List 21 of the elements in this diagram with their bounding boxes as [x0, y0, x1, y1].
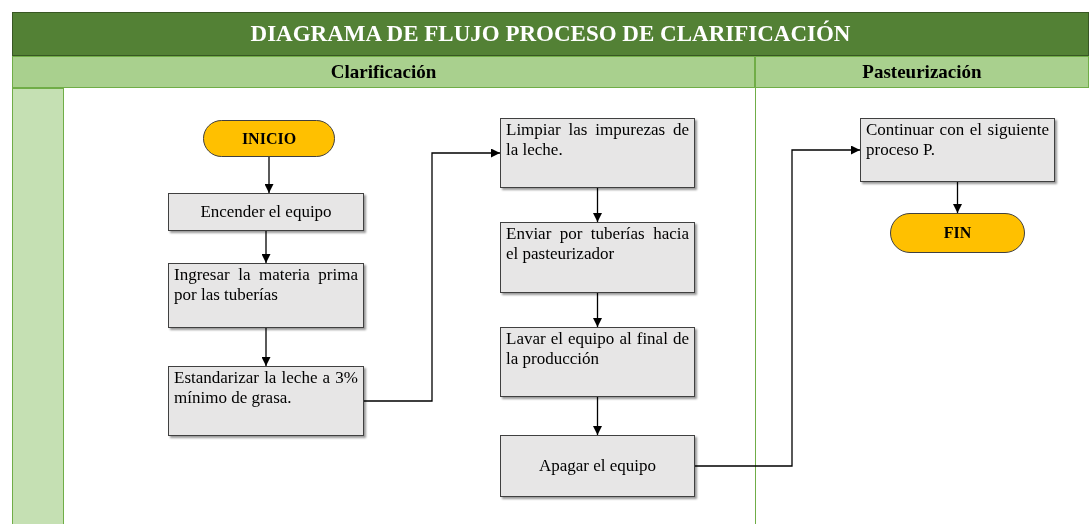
process-box: Apagar el equipo [500, 435, 695, 497]
arrow [953, 181, 962, 214]
process-box: Enviar por tuberías hacia el pasteurizador [500, 222, 695, 293]
arrow [363, 148, 501, 402]
swimlane-band [12, 88, 64, 524]
section-header: Clarificación [12, 56, 755, 88]
arrow [593, 396, 602, 436]
process-box: Encender el equipo [168, 193, 364, 231]
arrow [593, 187, 602, 223]
process-box: Ingresar la materia prima por las tuberías [168, 263, 364, 328]
arrow [261, 327, 271, 367]
process-box: Limpiar las impurezas de la leche. [500, 118, 695, 188]
process-box: Estandarizar la leche a 3% mínimo de grasa. [168, 366, 364, 436]
arrow [694, 145, 861, 467]
arrow [264, 156, 274, 194]
title-bar: DIAGRAMA DE FLUJO PROCESO DE CLARIFICACIÓN [12, 12, 1089, 56]
section-header: Pasteurización [755, 56, 1089, 88]
process-box: Continuar con el siguiente proceso P. [860, 118, 1055, 182]
process-box: Lavar el equipo al final de la producción [500, 327, 695, 397]
arrow [593, 292, 602, 328]
arrow [261, 230, 271, 264]
